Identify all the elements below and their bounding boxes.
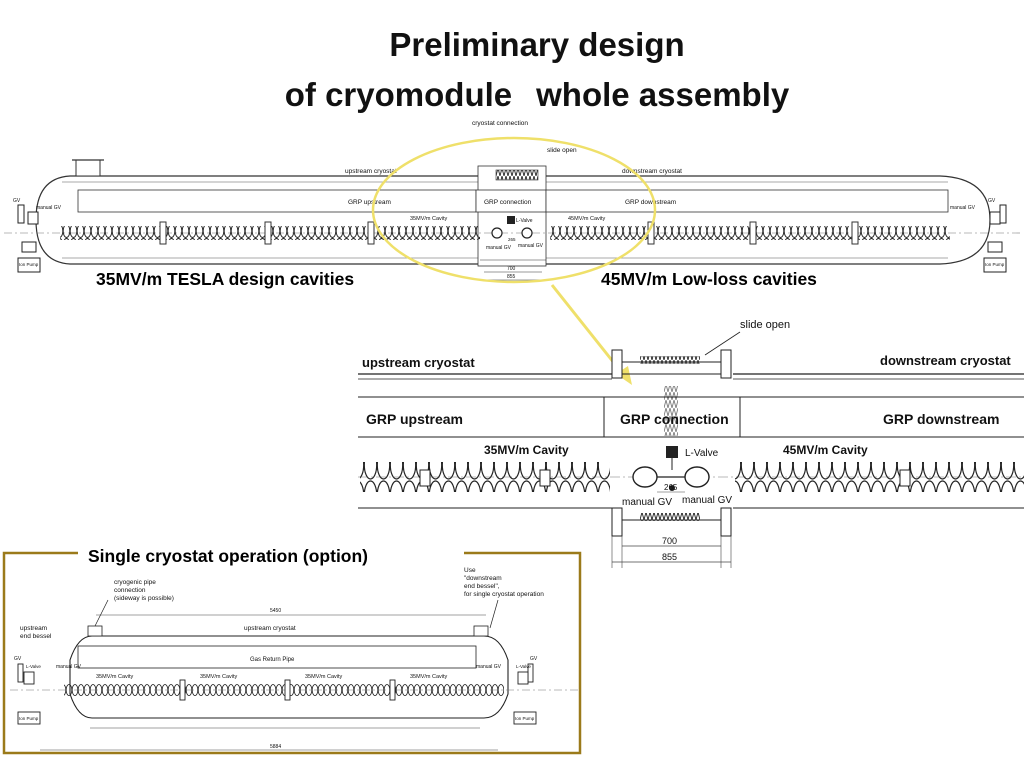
top-manual-gv-right-label: manual GV bbox=[518, 243, 544, 249]
use-note-line-2: "downstream bbox=[464, 575, 502, 582]
single-manual-gv-left: manual GV bbox=[56, 664, 82, 670]
single-gv-right: GV bbox=[530, 656, 538, 662]
page-title-line-1: Preliminary design bbox=[389, 26, 685, 63]
top-slide-open-label: slide open bbox=[547, 147, 577, 154]
top-grp-downstream-label: GRP downstream bbox=[625, 199, 676, 206]
pipe-note-line-1: cryogenic pipe bbox=[114, 579, 156, 586]
top-ion-pump-left: Ion Pump bbox=[19, 262, 39, 267]
zoom-upstream-cryostat-label: upstream cryostat bbox=[362, 355, 475, 370]
zoom-dim-700: 700 bbox=[662, 536, 677, 546]
zoom-grp-upstream-label: GRP upstream bbox=[366, 411, 463, 427]
top-dim-855: 855 bbox=[507, 274, 516, 280]
top-manual-gv-end-left: manual GV bbox=[36, 205, 62, 211]
top-ion-pump-right: Ion Pump bbox=[985, 262, 1005, 267]
use-note-line-4: for single cryostat operation bbox=[464, 591, 544, 598]
top-downstream-cryostat-label: downstream cryostat bbox=[622, 168, 682, 175]
zoom-dim-855: 855 bbox=[662, 552, 677, 562]
zoom-slide-open-label: slide open bbox=[740, 319, 790, 331]
upstream-end-line-2: end bessel bbox=[20, 633, 52, 640]
zoom-grp-connection-label: GRP connection bbox=[620, 411, 729, 427]
single-ion-pump-right: Ion Pump bbox=[515, 716, 535, 721]
use-note-line-3: end bessel", bbox=[464, 583, 500, 590]
page-title-line-2: of cryomodule whole assembly bbox=[0, 76, 1024, 114]
single-cavity-label-4: 35MV/m Cavity bbox=[410, 674, 448, 680]
top-gv-right-label: GV bbox=[988, 198, 996, 204]
single-ion-pump-left: Ion Pump bbox=[19, 716, 39, 721]
caption-tesla: 35MV/m TESLA design cavities bbox=[96, 269, 354, 289]
pipe-note-line-2: connection bbox=[114, 587, 146, 594]
top-grp-connection-label: GRP connection bbox=[484, 199, 532, 206]
zoom-manual-gv-left-label: manual GV bbox=[622, 497, 672, 508]
top-dim-700: 700 bbox=[507, 266, 516, 272]
title-part-b: whole assembly bbox=[536, 76, 790, 113]
zoom-downstream-cryostat-label: downstream cryostat bbox=[880, 353, 1011, 368]
top-grp-upstream-label: GRP upstream bbox=[348, 199, 391, 206]
highlight-ellipse bbox=[371, 136, 657, 284]
top-upstream-cryostat-label: upstream cryostat bbox=[345, 168, 397, 175]
zoom-detail: slide open upstream cryostat downstream … bbox=[358, 319, 1024, 568]
zoom-manual-gv-right-label: manual GV bbox=[682, 495, 732, 506]
single-cavity-label-1: 35MV/m Cavity bbox=[96, 674, 134, 680]
dim-5450: 5450 bbox=[270, 608, 281, 614]
gas-return-pipe-label: Gas Return Pipe bbox=[250, 657, 295, 663]
single-manual-gv-right: manual GV bbox=[476, 664, 502, 670]
top-manual-gv-left-label: manual GV bbox=[486, 245, 512, 251]
top-cavity-35-label: 35MV/m Cavity bbox=[410, 216, 448, 222]
top-gv-left-label: GV bbox=[13, 198, 21, 204]
zoom-cavity-45-label: 45MV/m Cavity bbox=[783, 443, 868, 457]
caption-lowloss: 45MV/m Low-loss cavities bbox=[601, 269, 817, 289]
zoom-dim-265: 265 bbox=[664, 483, 678, 492]
title-part-a: of cryomodule bbox=[284, 76, 513, 113]
top-assembly: cryostat connection slide open upstream … bbox=[4, 120, 1020, 281]
zoom-cavity-35-label: 35MV/m Cavity bbox=[484, 443, 569, 457]
dim-5884: 5884 bbox=[270, 744, 281, 750]
single-l-valve-left: L-Valve bbox=[26, 664, 41, 669]
single-upstream-cryostat-label: upstream cryostat bbox=[244, 625, 296, 632]
single-l-valve-right: L-Valve bbox=[516, 664, 531, 669]
top-cryostat-connection-label: cryostat connection bbox=[472, 120, 528, 127]
highlight-arrow-head bbox=[616, 366, 632, 385]
top-l-valve-label: L-Valve bbox=[516, 218, 533, 224]
single-gv-left: GV bbox=[14, 656, 22, 662]
use-note-line-1: Use bbox=[464, 567, 476, 574]
zoom-grp-downstream-label: GRP downstream bbox=[883, 411, 999, 427]
zoom-l-valve-label: L-Valve bbox=[685, 448, 719, 459]
top-cavity-45-label: 45MV/m Cavity bbox=[568, 216, 606, 222]
pipe-note-line-3: (sideway is possible) bbox=[114, 595, 174, 602]
upstream-end-line-1: upstream bbox=[20, 625, 47, 632]
top-dim-265: 265 bbox=[508, 237, 516, 242]
top-manual-gv-end-right: manual GV bbox=[950, 205, 976, 211]
single-cavity-label-3: 35MV/m Cavity bbox=[305, 674, 343, 680]
single-panel-heading: Single cryostat operation (option) bbox=[88, 546, 368, 566]
single-cryostat-panel: Single cryostat operation (option) cryog… bbox=[2, 544, 582, 755]
single-cavity-label-2: 35MV/m Cavity bbox=[200, 674, 238, 680]
